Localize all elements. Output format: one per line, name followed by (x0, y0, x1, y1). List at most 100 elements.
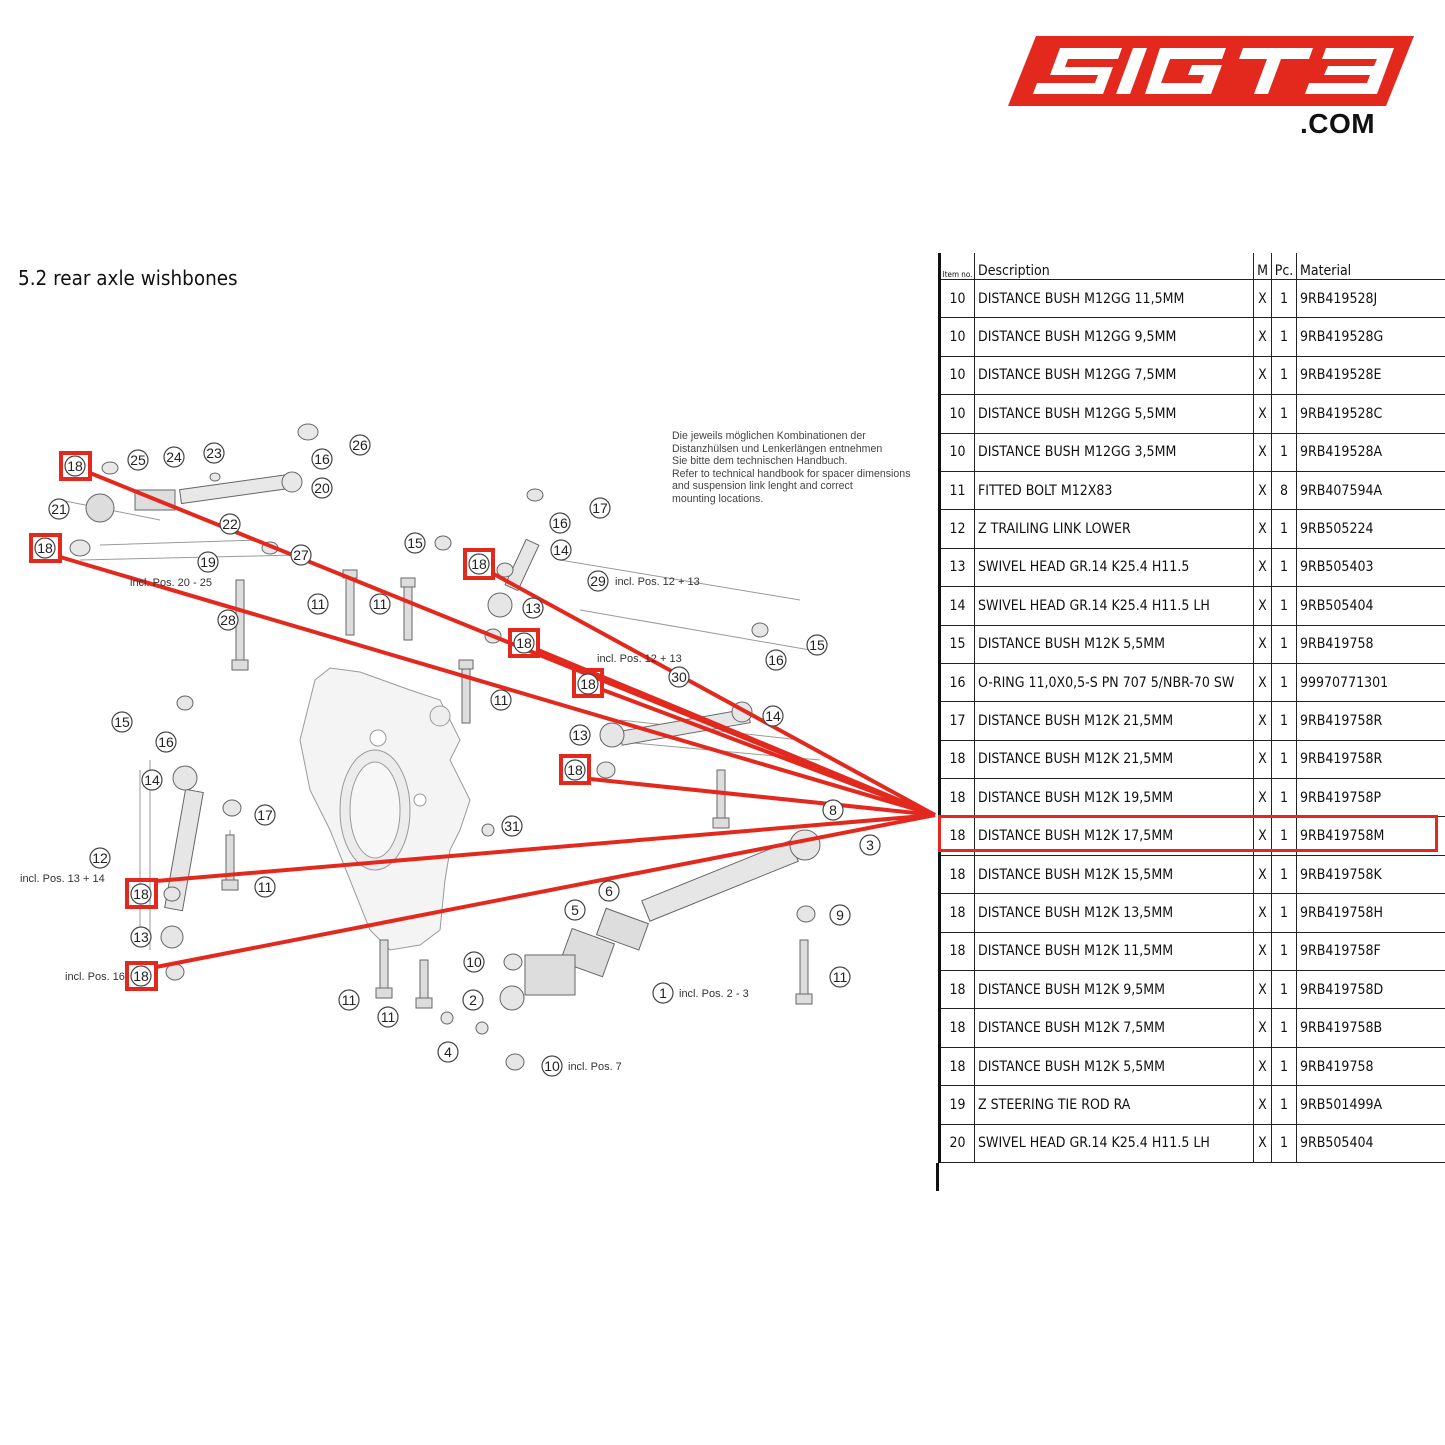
m-flag: X (1253, 471, 1272, 511)
column-header-description: Description (974, 253, 1254, 280)
callout-11: 11 (258, 879, 273, 895)
note-line: and suspension link lenght and correct (672, 480, 853, 492)
incl-pos-13-14: incl. Pos. 13 + 14 (20, 873, 105, 885)
description: DISTANCE BUSH M12K 21,5MM (974, 701, 1254, 741)
piece-count: 1 (1271, 433, 1297, 472)
description: DISTANCE BUSH M12K 9,5MM (974, 970, 1254, 1010)
callout-6: 6 (605, 883, 613, 899)
material-number: 9RB419528J (1296, 279, 1445, 319)
incl-pos-16: incl. Pos. 16 (65, 971, 125, 983)
callout-12: 12 (92, 850, 108, 866)
item-no: 16 (938, 663, 975, 703)
piece-count: 1 (1271, 740, 1297, 780)
item-no: 18 (938, 740, 975, 780)
item-no: 17 (938, 701, 975, 741)
m-flag: X (1253, 625, 1272, 664)
item-no: 10 (938, 317, 975, 357)
piece-count: 1 (1271, 586, 1297, 626)
piece-count: 1 (1271, 932, 1297, 972)
callout-14: 14 (765, 708, 781, 724)
highlighted-row-frame (938, 815, 1438, 852)
item-no: 18 (938, 970, 975, 1010)
column-header-m: M (1253, 253, 1272, 280)
callout-13: 13 (572, 727, 588, 743)
material-number: 9RB419528E (1296, 356, 1445, 396)
material-number: 99970771301 (1296, 663, 1445, 703)
description: DISTANCE BUSH M12K 15,5MM (974, 855, 1254, 895)
material-number: 9RB505224 (1296, 509, 1445, 549)
m-flag: X (1253, 663, 1272, 703)
item-no: 18 (938, 1047, 975, 1087)
description: DISTANCE BUSH M12GG 3,5MM (974, 433, 1254, 472)
callout-3: 3 (866, 837, 874, 853)
item-no: 20 (938, 1124, 975, 1163)
piece-count: 1 (1271, 509, 1297, 549)
callout-21: 21 (51, 501, 67, 517)
description: SWIVEL HEAD GR.14 K25.4 H11.5 LH (974, 1124, 1254, 1163)
logo-domain-suffix: .COM (1300, 108, 1376, 139)
piece-count: 8 (1271, 471, 1297, 511)
item-no: 18 (938, 778, 975, 818)
callout-11: 11 (381, 1009, 396, 1025)
piece-count: 1 (1271, 625, 1297, 664)
piece-count: 1 (1271, 1085, 1297, 1125)
callout-11: 11 (311, 596, 326, 612)
material-number: 9RB419528A (1296, 433, 1445, 472)
steering-tie-rod (178, 473, 292, 505)
item-no: 18 (938, 1008, 975, 1048)
callout-1: 1 (659, 985, 667, 1001)
item-no: 10 (938, 356, 975, 396)
material-number: 9RB501499A (1296, 1085, 1445, 1125)
material-number: 9RB505404 (1296, 586, 1445, 626)
table-header-row: Item no. Description M Pc. Material (938, 253, 1445, 280)
sigt3-logo[interactable] (1008, 36, 1414, 106)
material-number: 9RB419528G (1296, 317, 1445, 357)
section-title: 5.2 rear axle wishbones (18, 266, 238, 290)
piece-count: 1 (1271, 970, 1297, 1010)
item-no: 19 (938, 1085, 975, 1125)
spacer-note: Die jeweils möglichen Kombinationen der … (672, 430, 932, 505)
description: O-RING 11,0X0,5-S PN 707 5/NBR-70 SW (974, 663, 1254, 703)
item-no: 18 (938, 932, 975, 972)
callout-31: 31 (504, 818, 520, 834)
incl-pos-7: incl. Pos. 7 (568, 1061, 622, 1073)
m-flag: X (1253, 586, 1272, 626)
fitted-bolt (799, 939, 809, 996)
callout-28: 28 (220, 612, 236, 628)
description: DISTANCE BUSH M12K 13,5MM (974, 893, 1254, 933)
m-flag: X (1253, 279, 1272, 319)
m-flag: X (1253, 433, 1272, 472)
column-header-pc: Pc. (1271, 253, 1297, 280)
callout-20: 20 (314, 480, 330, 496)
note-line: Distanzhülsen und Lenkerlängen entnehmen (672, 442, 883, 455)
callout-18: 18 (516, 635, 532, 651)
description: Z TRAILING LINK LOWER (974, 509, 1254, 549)
m-flag: X (1253, 509, 1272, 549)
item-no: 10 (938, 433, 975, 472)
description: DISTANCE BUSH M12K 21,5MM (974, 740, 1254, 780)
bracket (595, 907, 650, 951)
